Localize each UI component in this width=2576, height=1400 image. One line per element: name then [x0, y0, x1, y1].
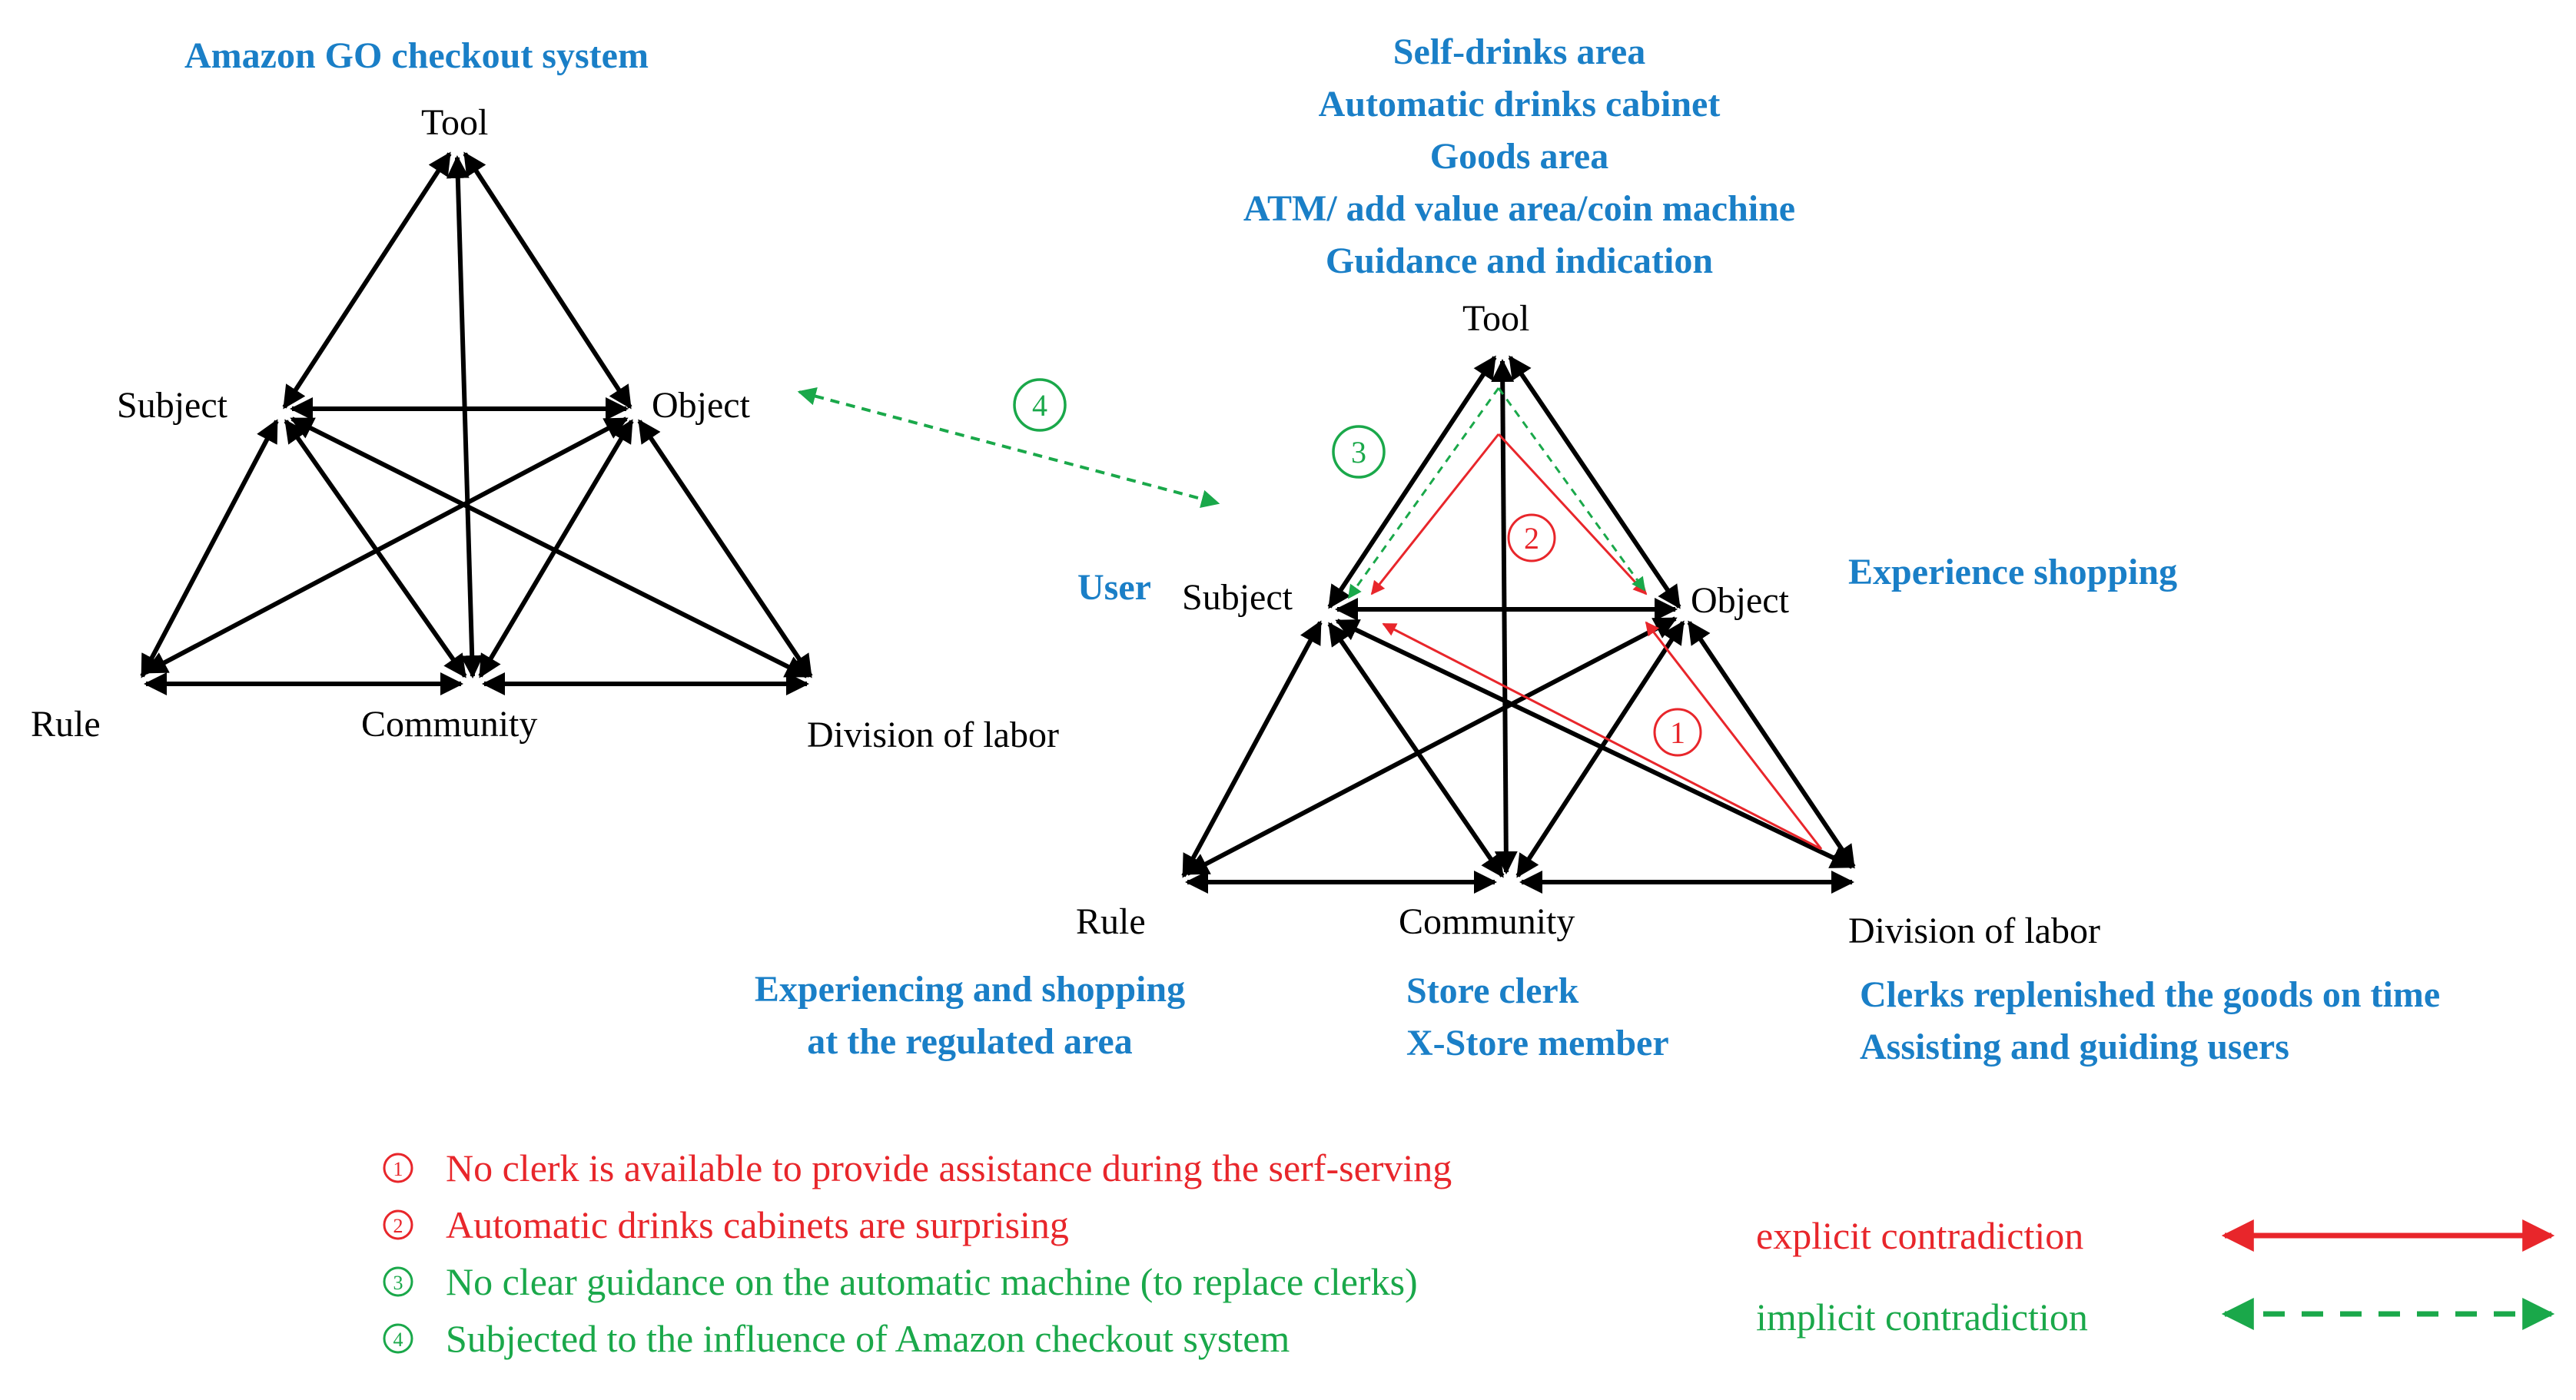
right-node-object: Object [1691, 580, 1790, 621]
left-node-rule: Rule [31, 704, 101, 745]
red-arrow-division-object [1645, 621, 1823, 850]
left-edge-tool-object [463, 151, 632, 410]
legend-item-1-num: 1 [393, 1158, 403, 1180]
right-node-tool: Tool [1462, 298, 1529, 339]
rule-note-1: Experiencing and shopping [755, 969, 1185, 1010]
marker-1-group: 1 [1653, 708, 1702, 757]
legend-item-3: 3 No clear guidance on the automatic mac… [383, 1260, 1418, 1303]
tool-note-1: Self-drinks area [1393, 32, 1645, 72]
left-edge-tool-subject [282, 151, 452, 410]
explicit-contradictions [1370, 433, 1823, 851]
community-note-2: X-Store member [1406, 1023, 1669, 1063]
legend-item-1: 1 No clerk is available to provide assis… [383, 1146, 1452, 1189]
left-title: Amazon GO checkout system [184, 35, 649, 76]
key-explicit-label: explicit contradiction [1756, 1214, 2083, 1257]
implicit-contradictions [1347, 387, 1646, 599]
right-node-rule: Rule [1076, 901, 1146, 942]
legend-list: 1 No clerk is available to provide assis… [383, 1146, 1452, 1360]
contradiction-key: explicit contradiction implicit contradi… [1756, 1214, 2555, 1339]
legend-item-4: 4 Subjected to the influence of Amazon c… [383, 1317, 1290, 1360]
green-arrow-tool-object [1497, 387, 1646, 592]
right-node-subject: Subject [1182, 577, 1293, 618]
left-diagram: Amazon GO checkout system Tool Subject O… [31, 35, 1059, 755]
marker-4-circle [1013, 378, 1067, 432]
marker-4: 4 [1032, 388, 1047, 423]
left-arrows [140, 151, 813, 695]
implicit-arrow-4 [797, 386, 1220, 509]
left-edge-object-division [637, 419, 813, 678]
left-node-division: Division of labor [807, 715, 1059, 755]
right-diagram: Self-drinks area Automatic drinks cabine… [755, 32, 2440, 1067]
key-implicit-label: implicit contradiction [1756, 1295, 2088, 1339]
right-node-community: Community [1399, 901, 1575, 942]
right-tool-notes: Self-drinks area Automatic drinks cabine… [1243, 32, 1795, 281]
tool-note-2: Automatic drinks cabinet [1319, 84, 1721, 124]
right-edge-tool-subject [1327, 355, 1497, 609]
left-node-tool: Tool [421, 102, 488, 143]
legend-item-4-text: Subjected to the influence of Amazon che… [446, 1317, 1290, 1360]
red-arrow-tool-subject [1370, 433, 1500, 595]
right-edge-subject-community [1327, 622, 1505, 878]
right-node-division: Division of labor [1848, 911, 2100, 951]
right-arrows [1181, 355, 1856, 894]
legend-item-3-text: No clear guidance on the automatic machi… [446, 1260, 1418, 1303]
red-arrow-division-subject [1382, 622, 1822, 851]
right-edge-object-division [1687, 620, 1856, 869]
left-edge-object-community [478, 419, 634, 678]
left-node-object: Object [652, 385, 751, 426]
division-note-2: Assisting and guiding users [1860, 1027, 2289, 1067]
left-edge-tool-community [446, 155, 484, 678]
rule-note-2: at the regulated area [807, 1021, 1132, 1062]
right-edge-object-community [1515, 620, 1685, 878]
legend-item-1-text: No clerk is available to provide assista… [446, 1146, 1452, 1189]
right-edge-tool-object [1508, 355, 1681, 609]
marker-1: 1 [1670, 715, 1685, 750]
left-node-community: Community [361, 704, 537, 745]
green-arrow-tool-subject [1347, 387, 1500, 599]
subject-note: User [1077, 567, 1151, 608]
marker-2-group: 2 [1507, 513, 1556, 562]
tool-note-4: ATM/ add value area/coin machine [1243, 188, 1795, 229]
red-arrow-tool-object [1497, 433, 1648, 595]
left-edge-object-rule [144, 416, 629, 675]
legend-item-3-num: 3 [393, 1272, 403, 1294]
tool-note-5: Guidance and indication [1326, 241, 1713, 281]
legend-item-2-text: Automatic drinks cabinets are surprising [446, 1203, 1069, 1246]
object-note: Experience shopping [1848, 552, 2177, 592]
marker-3-group: 3 [1332, 425, 1386, 479]
legend-item-2: 2 Automatic drinks cabinets are surprisi… [383, 1203, 1069, 1246]
marker-3: 3 [1351, 435, 1366, 469]
legend-item-2-num: 2 [393, 1215, 403, 1237]
community-note-1: Store clerk [1406, 970, 1579, 1011]
left-node-subject: Subject [117, 385, 228, 426]
tool-note-3: Goods area [1430, 136, 1608, 177]
legend-item-4-num: 4 [393, 1329, 403, 1351]
contradiction-4: 4 [797, 378, 1220, 509]
division-note-1: Clerks replenished the goods on time [1860, 974, 2440, 1015]
marker-2: 2 [1524, 521, 1539, 556]
